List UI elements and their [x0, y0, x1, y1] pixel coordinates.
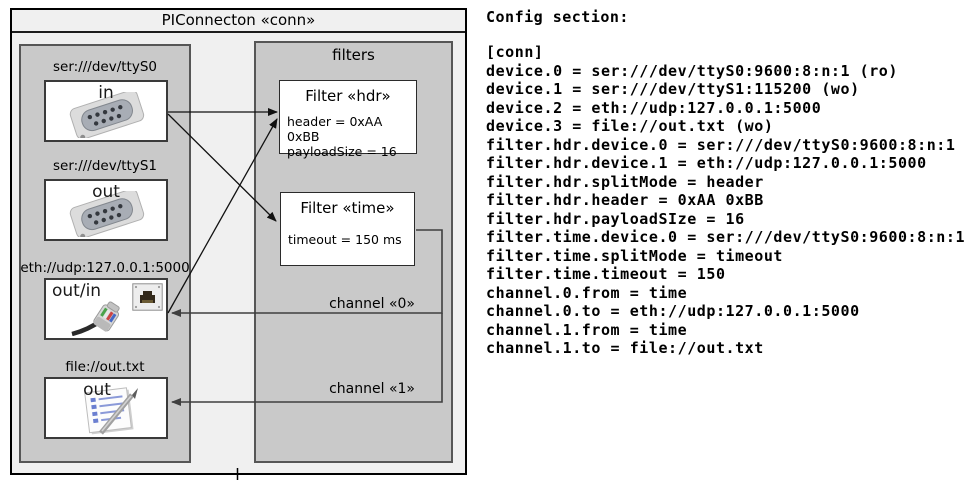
- config-section: Config section: [conn] device.0 = ser://…: [486, 8, 964, 358]
- filters-group: filters Filter «hdr» header = 0xAA 0xBB …: [254, 41, 453, 463]
- piconnecton-container: PIConnecton «conn» ser:///dev/ttyS0 in: [10, 8, 467, 475]
- devices-group: ser:///dev/ttyS0 in ser:///: [19, 44, 191, 463]
- filter-hdr-title: Filter «hdr»: [305, 87, 391, 105]
- device-url-eth: eth://udp:127.0.0.1:5000: [20, 260, 190, 276]
- device-url-ttys1: ser:///dev/ttyS1: [53, 158, 157, 174]
- serial-connector-icon: [69, 191, 145, 237]
- serial-connector-icon: [69, 92, 145, 138]
- channel-0-label: channel «0»: [329, 296, 415, 312]
- filter-time-title: Filter «time»: [300, 199, 395, 217]
- filter-hdr-box: Filter «hdr» header = 0xAA 0xBB payloadS…: [279, 80, 417, 159]
- filters-group-title: filters: [332, 46, 375, 64]
- ethernet-cable-icon: [71, 301, 120, 336]
- filter-time-param: timeout = 150 ms: [288, 232, 402, 247]
- device-io-label: in: [98, 83, 114, 103]
- notepad-icon: [84, 387, 138, 435]
- diagram-title: PIConnecton «conn»: [12, 10, 465, 33]
- filter-hdr-param: header = 0xAA 0xBB: [287, 114, 383, 144]
- channel-1-label: channel «1»: [329, 381, 415, 397]
- device-box-eth: out/in: [44, 278, 168, 340]
- device-url-file: file://out.txt: [65, 359, 145, 375]
- device-io-label: out: [83, 380, 111, 400]
- device-box-ttys0: in: [44, 80, 168, 142]
- device-box-ttys1: out: [44, 179, 168, 241]
- ethernet-jack-icon: [132, 283, 163, 311]
- config-listing: [conn] device.0 = ser:///dev/ttyS0:9600:…: [486, 43, 964, 357]
- filter-hdr-param: payloadSize = 16: [287, 144, 397, 159]
- config-heading: Config section:: [486, 8, 629, 26]
- device-box-file: out: [44, 377, 168, 439]
- filter-time-box: Filter «time» timeout = 150 ms: [280, 192, 415, 266]
- device-io-label: out: [92, 182, 120, 202]
- device-io-label: out/in: [52, 281, 102, 301]
- device-url-ttys0: ser:///dev/ttyS0: [53, 59, 157, 75]
